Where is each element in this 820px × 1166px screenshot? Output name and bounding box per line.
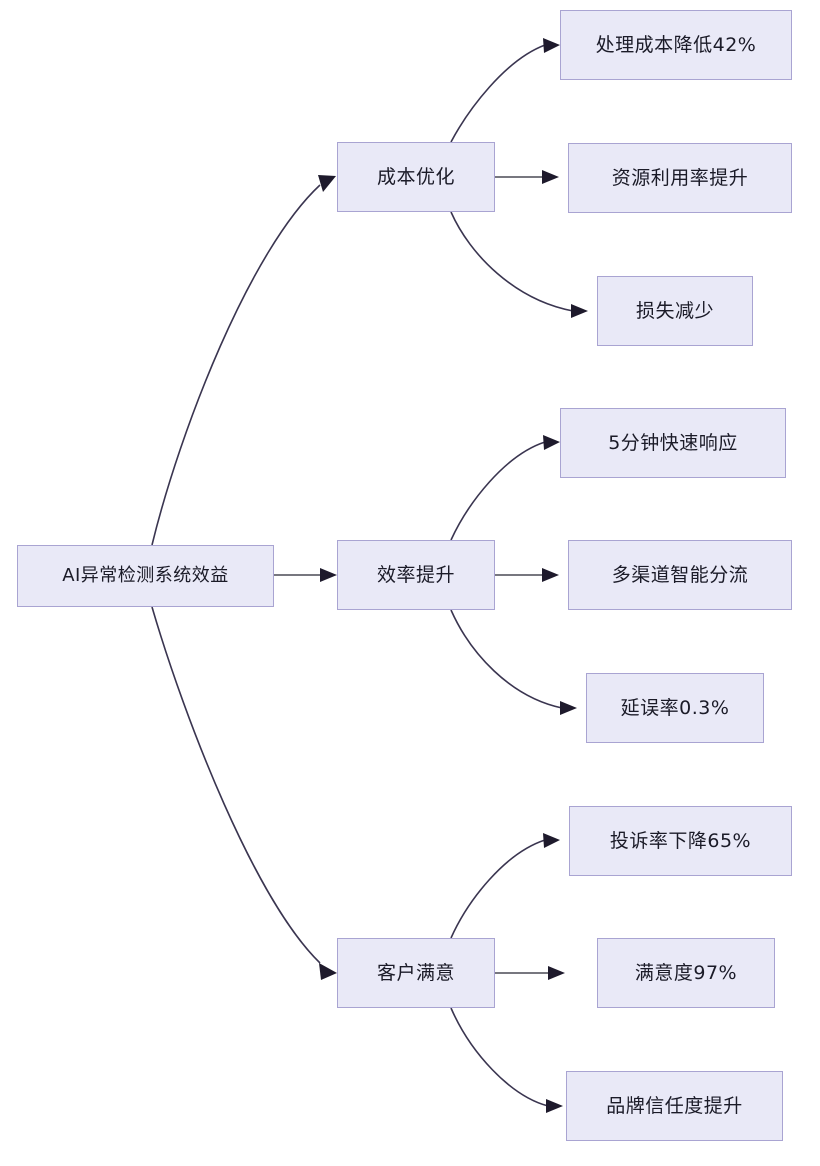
node-leaf-cost-2[interactable]: 资源利用率提升 <box>568 143 792 213</box>
node-leaf-satisfaction-2-label: 满意度97% <box>634 961 738 984</box>
arrowhead-satisfaction-to-leaf2 <box>548 966 565 980</box>
edge-efficiency-to-leaf1 <box>450 441 546 541</box>
arrowhead-efficiency-to-leaf2 <box>542 568 559 582</box>
edge-cost-to-leaf3 <box>450 211 574 312</box>
node-leaf-cost-2-label: 资源利用率提升 <box>611 166 749 189</box>
node-leaf-efficiency-1-label: 5分钟快速响应 <box>608 431 738 454</box>
arrowhead-cost-to-leaf1 <box>543 38 560 53</box>
edge-cost-to-leaf1 <box>450 44 546 143</box>
node-branch-cost-label: 成本优化 <box>376 165 455 188</box>
edge-satisfaction-to-leaf3 <box>450 1007 549 1107</box>
node-leaf-cost-3[interactable]: 损失减少 <box>597 276 753 346</box>
node-leaf-satisfaction-3[interactable]: 品牌信任度提升 <box>566 1071 783 1141</box>
node-branch-satisfaction-label: 客户满意 <box>376 961 455 984</box>
node-leaf-satisfaction-1[interactable]: 投诉率下降65% <box>569 806 792 876</box>
arrowhead-satisfaction-to-leaf3 <box>546 1099 563 1113</box>
arrowhead-root-to-satisfaction <box>319 963 337 980</box>
arrowhead-cost-to-leaf2 <box>542 170 559 184</box>
node-leaf-efficiency-3-label: 延误率0.3% <box>620 696 730 719</box>
arrowhead-efficiency-to-leaf1 <box>543 435 560 450</box>
node-leaf-efficiency-1[interactable]: 5分钟快速响应 <box>560 408 786 478</box>
node-leaf-satisfaction-3-label: 品牌信任度提升 <box>606 1094 743 1117</box>
node-leaf-efficiency-2-label: 多渠道智能分流 <box>611 563 749 586</box>
node-root[interactable]: AI异常检测系统效益 <box>17 545 274 607</box>
node-leaf-satisfaction-2[interactable]: 满意度97% <box>597 938 775 1008</box>
node-root-label: AI异常检测系统效益 <box>62 565 229 587</box>
arrowhead-efficiency-to-leaf3 <box>560 701 577 715</box>
arrowhead-root-to-efficiency <box>320 568 337 582</box>
arrowhead-satisfaction-to-leaf1 <box>543 833 560 848</box>
node-leaf-cost-1[interactable]: 处理成本降低42% <box>560 10 792 80</box>
node-branch-efficiency[interactable]: 效率提升 <box>337 540 495 610</box>
node-leaf-efficiency-3[interactable]: 延误率0.3% <box>586 673 764 743</box>
arrowhead-root-to-cost <box>318 175 336 192</box>
node-branch-cost[interactable]: 成本优化 <box>337 142 495 212</box>
arrowhead-cost-to-leaf3 <box>571 304 588 318</box>
node-branch-efficiency-label: 效率提升 <box>376 563 455 586</box>
node-branch-satisfaction[interactable]: 客户满意 <box>337 938 495 1008</box>
edge-root-to-satisfaction <box>151 606 321 964</box>
edge-efficiency-to-leaf3 <box>450 609 563 709</box>
node-leaf-cost-3-label: 损失减少 <box>635 299 714 322</box>
node-leaf-cost-1-label: 处理成本降低42% <box>595 33 757 56</box>
edge-satisfaction-to-leaf1 <box>450 839 546 939</box>
edge-root-to-cost <box>151 184 321 546</box>
node-leaf-efficiency-2[interactable]: 多渠道智能分流 <box>568 540 792 610</box>
node-leaf-satisfaction-1-label: 投诉率下降65% <box>609 829 752 852</box>
